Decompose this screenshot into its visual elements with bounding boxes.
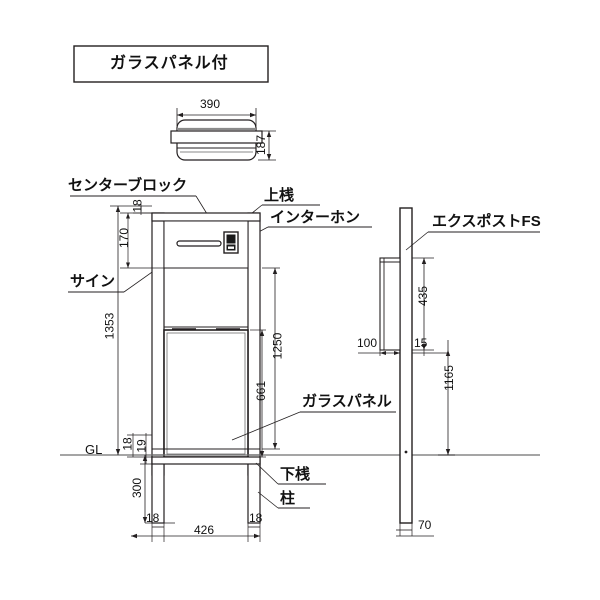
post-label: 柱 [280,490,296,507]
lower-rail [151,456,261,465]
dim661-arrow-bottom [259,451,265,457]
side-post [399,207,413,524]
dim-total-above-gl-value: 1353 [102,312,117,340]
dim426-arrow-left [131,533,137,539]
plan-width-arrow-left [177,112,183,118]
dim170-arrow-bottom [126,262,130,268]
left-post [151,212,165,476]
dim661-arrow-top [259,330,265,336]
dim-lower-rail-a-value: 18 [120,437,135,451]
dim300-arrow-top [142,455,148,461]
glass-panel-inner [166,332,246,455]
plan-width-arrow-right [250,112,256,118]
dim-upper-section-value: 170 [117,227,132,249]
dim170-arrow-top [126,213,130,219]
dim-mailbox-height-value: 435 [416,285,431,307]
ground-line-label: GL [85,442,103,457]
expost-label: エクスポストFS [432,213,541,230]
dim-glass-height-value: 661 [254,380,269,402]
upper-rail-label: 上桟 [264,187,295,204]
upper-rail [151,212,261,222]
dim1165-arrow-bottom [445,449,451,455]
intercom-face [226,234,236,251]
plan-height-value: 187 [254,134,269,156]
dim435-arrow-top [421,258,427,264]
plan-height-arrow-bottom [266,154,272,160]
dim-total-height-value: 1165 [441,365,456,391]
dim1165-arrow-top [445,350,451,356]
dim-below-gl-value: 300 [130,477,145,499]
intercom-label: インターホン [270,209,361,226]
dim1353-arrow-bottom [115,449,121,455]
side-post-gl-marker [404,450,408,454]
glass-panel-leader [231,411,301,441]
plan-width-value: 390 [200,97,221,111]
sign-plate [176,240,222,247]
dim-lower-rail-b-value: 19 [134,439,149,453]
dim1353-arrow-top [115,206,121,212]
lower-rail-label: 下桟 [280,466,311,483]
dim-post-depth-value: 70 [418,518,432,532]
title-label: ガラスパネル付 [110,55,229,72]
dim100-arrow-left [380,351,386,355]
dim1250-arrow-bottom [272,443,278,449]
lower-rail-callout-leader [255,462,279,485]
mailbox-profile [379,257,401,351]
dim-mailbox-depth-value: 100 [357,336,378,350]
dim-right-post-width-value: 18 [249,511,263,525]
glass-panel-label: ガラスパネル [302,393,392,410]
dim300-arrow-bottom [142,517,148,523]
plan-height-arrow-top [266,131,272,137]
post-callout-leader [257,491,279,509]
title-box [73,45,269,83]
plan-center-block-band [170,130,263,144]
dim-gap-value: 15 [414,336,428,350]
expost-leader [405,231,429,251]
intercom-button [228,246,234,249]
dim-top-cap-value: 18 [130,199,145,213]
dim-left-post-width-value: 18 [146,511,160,525]
right-post [247,212,261,476]
dim100-arrow-right [394,351,400,355]
center-block-label: センターブロック [68,177,188,194]
dim-panel-opening-value: 1250 [270,332,285,360]
dim1250-arrow-top [272,268,278,274]
dim-body-width-value: 426 [194,523,215,537]
sign-label: サイン [70,273,116,290]
dim426-arrow-right [254,533,260,539]
